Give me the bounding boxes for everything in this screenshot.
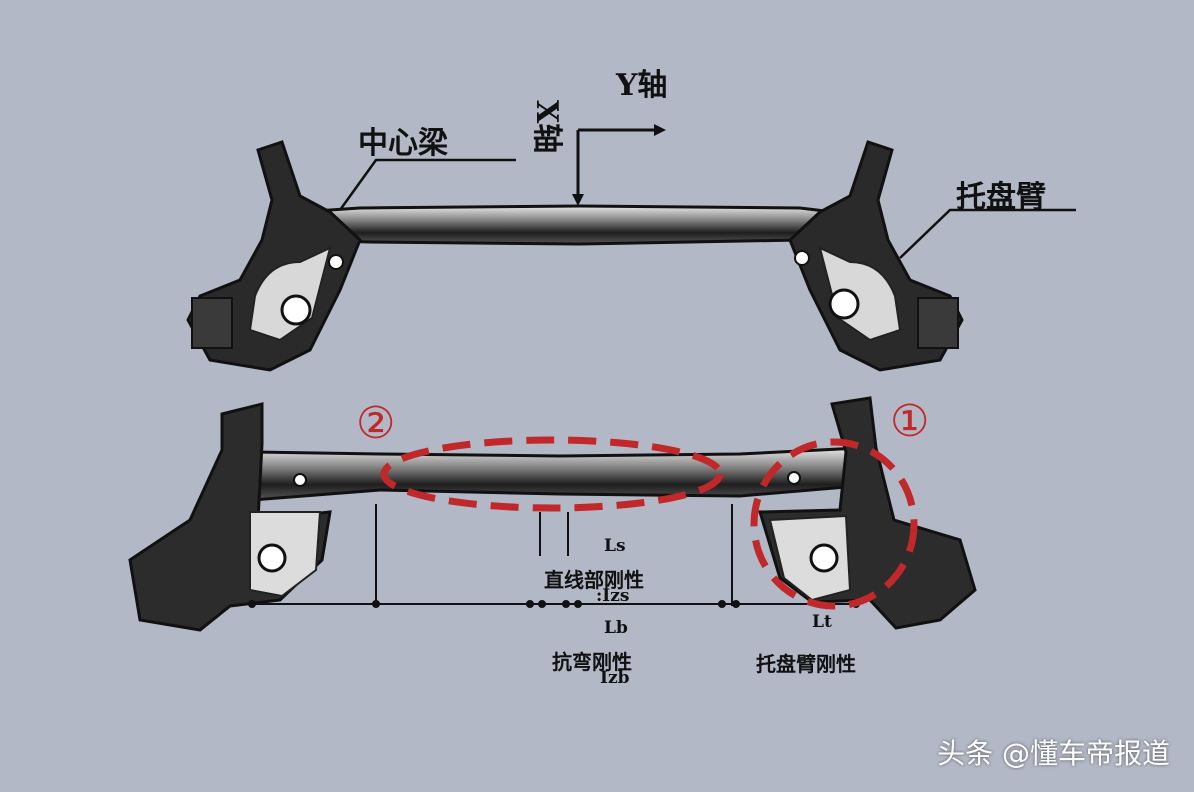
lb-label: Lb xyxy=(604,618,628,638)
ls-label: Ls xyxy=(604,536,626,556)
highlight-trailing-arm xyxy=(750,438,918,610)
straight-stiffness-label: 直线部刚性 xyxy=(544,568,644,592)
marker-1: ① xyxy=(890,396,930,447)
top-center-beam xyxy=(298,204,852,246)
y-axis-label: Y轴 xyxy=(616,68,668,103)
x-axis-label: X轴 xyxy=(529,100,564,154)
lt-label: Lt xyxy=(812,612,832,632)
watermark: 头条 @懂车帝报道 xyxy=(937,737,1170,770)
dimension-lines xyxy=(248,504,860,608)
trailing-arm-label: 托盘臂 xyxy=(956,180,1046,215)
top-axle xyxy=(186,140,964,372)
bottom-axle xyxy=(128,396,977,632)
izs-label: :Izs xyxy=(596,586,630,606)
bending-stiffness-label: 抗弯刚性 xyxy=(552,650,632,674)
marker-2: ② xyxy=(356,398,396,449)
arm-stiffness-label: 托盘臂刚性 xyxy=(756,652,856,676)
leader-lines xyxy=(338,158,1076,259)
center-beam-label: 中心梁 xyxy=(358,126,448,161)
axis-arrows xyxy=(572,124,666,206)
izb-label: Izb xyxy=(600,668,630,688)
highlight-center-beam xyxy=(380,436,724,512)
